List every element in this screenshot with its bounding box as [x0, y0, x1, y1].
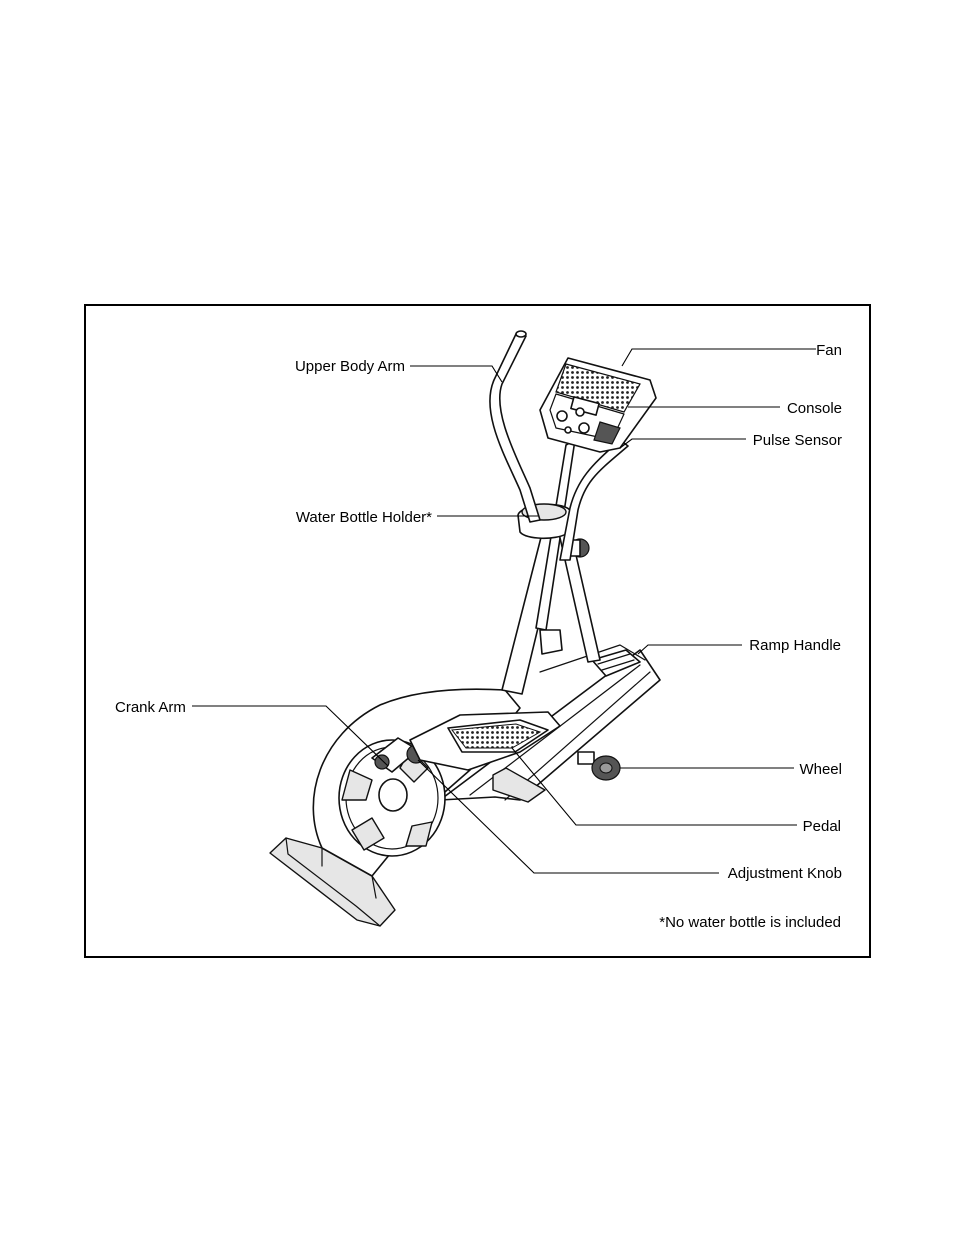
label-console: Console: [787, 400, 842, 417]
upper-body-arm-left: [490, 334, 540, 522]
label-crank-arm: Crank Arm: [115, 699, 186, 716]
label-pulse-sensor: Pulse Sensor: [753, 432, 842, 449]
footnote: *No water bottle is included: [659, 914, 841, 931]
label-fan: Fan: [816, 342, 842, 359]
figure-frame: [85, 305, 870, 957]
label-upper-body-arm: Upper Body Arm: [295, 358, 405, 375]
label-pedal: Pedal: [803, 818, 841, 835]
label-adjustment-knob: Adjustment Knob: [728, 865, 842, 882]
label-water-bottle-holder: Water Bottle Holder*: [296, 509, 432, 526]
label-ramp-handle: Ramp Handle: [749, 637, 841, 654]
elliptical-illustration: [270, 331, 660, 926]
label-wheel: Wheel: [799, 761, 842, 778]
wheel-axle: [578, 752, 594, 764]
